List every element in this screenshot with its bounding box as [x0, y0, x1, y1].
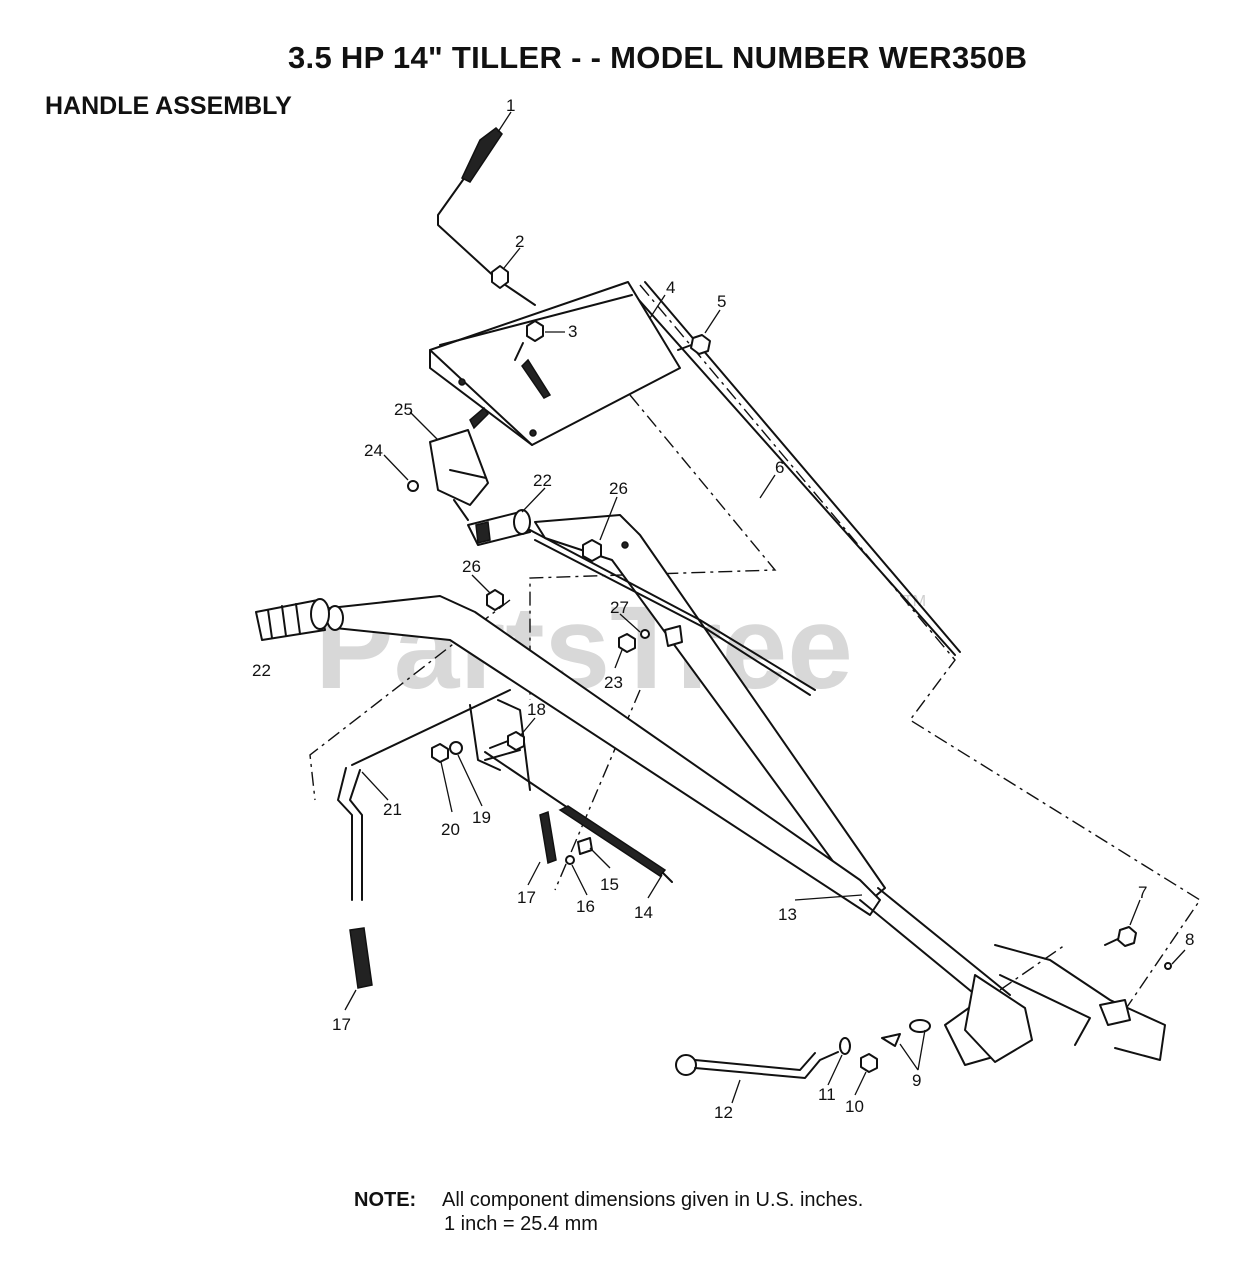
callout-numbers: 1 2 3 4 5 6 7 8 9 10 11 12 13 14 15 16 1… [252, 96, 1194, 1122]
callout-15: 15 [600, 875, 619, 894]
part-19-washer [449, 741, 463, 755]
callout-2: 2 [515, 232, 524, 251]
part-24-nut [407, 480, 419, 492]
callout-26-lower: 26 [462, 557, 481, 576]
part-3-screw [514, 320, 544, 361]
part-11-washer [839, 1037, 851, 1055]
callout-16: 16 [576, 897, 595, 916]
callout-19: 19 [472, 808, 491, 827]
section-heading: HANDLE ASSEMBLY [45, 92, 292, 120]
callout-14: 14 [634, 903, 653, 922]
callout-17-middle: 17 [517, 888, 536, 907]
part-15-clip [577, 837, 593, 855]
part-27-clip [640, 625, 683, 647]
part-17-spring [539, 810, 557, 865]
callout-22-upper: 22 [533, 471, 552, 490]
part-10-nut [860, 1053, 878, 1073]
callout-13: 13 [778, 905, 797, 924]
callout-23: 23 [604, 673, 623, 692]
part-26-nuts [486, 539, 602, 611]
part-9-bracket [881, 974, 1033, 1066]
part-8-pin [1099, 962, 1172, 1026]
callout-5: 5 [717, 292, 726, 311]
part-4-control-panel [429, 281, 681, 446]
part-23-nut [618, 633, 636, 653]
part-7-bolt [1104, 926, 1137, 947]
part-18-bolt [489, 731, 525, 751]
part-5-bolt [677, 334, 711, 355]
note-label: NOTE: [354, 1189, 417, 1211]
callout-10: 10 [845, 1097, 864, 1116]
leader-lines [344, 111, 1186, 1104]
part-16-nut [565, 855, 575, 865]
callout-22-lower: 22 [252, 661, 271, 680]
tiller-housing [994, 944, 1166, 1061]
note-line-2: 1 inch = 25.4 mm [444, 1213, 598, 1235]
part-12-shift-rod [675, 1051, 839, 1079]
part-21-tine-lever [337, 689, 511, 901]
callout-3: 3 [568, 322, 577, 341]
callout-26-upper: 26 [609, 479, 628, 498]
part-25-throttle-bracket [429, 406, 489, 521]
part-1-throttle-rod [437, 127, 536, 306]
throttle-cable [529, 529, 816, 696]
callout-1: 1 [506, 96, 515, 115]
dimension-note: NOTE: All component dimensions given in U… [354, 1188, 863, 1236]
callout-9: 9 [912, 1071, 921, 1090]
tine-lever-bracket [469, 699, 531, 791]
diagram-title: 3.5 HP 14" TILLER - - MODEL NUMBER WER35… [288, 40, 1028, 75]
callout-18: 18 [527, 700, 546, 719]
callout-11: 11 [818, 1085, 836, 1104]
callout-20: 20 [441, 820, 460, 839]
callout-17-lower: 17 [332, 1015, 351, 1034]
part-2-nut [491, 265, 509, 289]
callout-4: 4 [666, 278, 675, 297]
callout-27: 27 [610, 598, 629, 617]
part-20-nut [431, 743, 449, 763]
callout-24: 24 [364, 441, 383, 460]
part-17-lower-grip [349, 927, 373, 989]
callout-7: 7 [1138, 883, 1147, 902]
note-line-1: All component dimensions given in U.S. i… [442, 1189, 864, 1211]
callout-21: 21 [383, 800, 402, 819]
part-22-lower-grip [255, 598, 330, 641]
part-14-cable [484, 751, 673, 883]
callout-25: 25 [394, 400, 413, 419]
callout-12: 12 [714, 1103, 733, 1122]
callout-8: 8 [1185, 930, 1194, 949]
part-22-upper-grip [467, 509, 531, 546]
callout-6: 6 [775, 458, 784, 477]
